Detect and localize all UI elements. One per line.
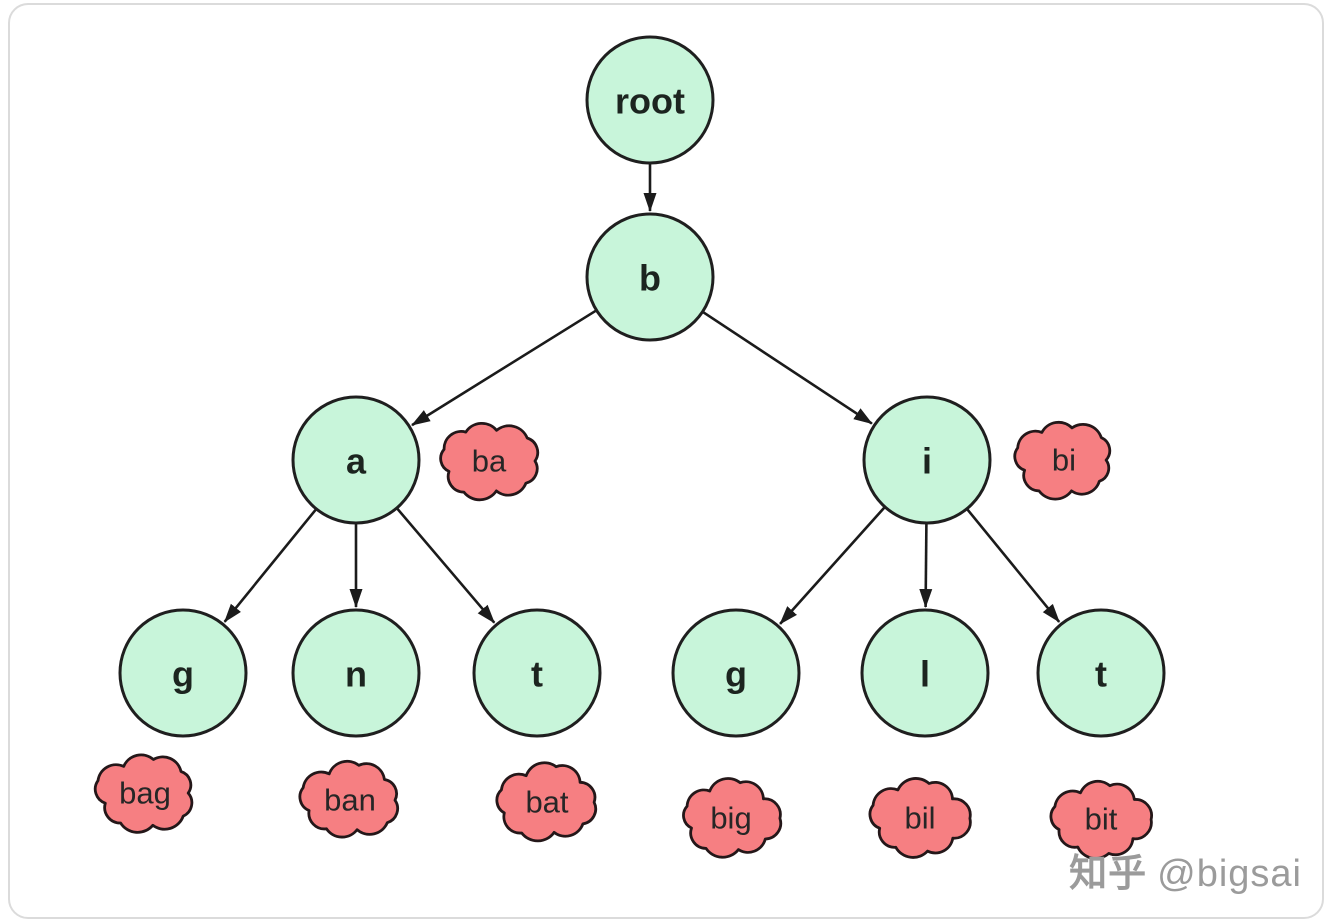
edge-b-i: [702, 311, 873, 425]
trie-node-label-i: i: [922, 441, 932, 482]
word-cloud-bil: [868, 777, 972, 859]
word-cloud-label-bil: bil: [904, 801, 935, 836]
trie-node-label-t1: t: [531, 654, 543, 695]
word-cloud-bit: [1049, 779, 1153, 860]
word-cloud-bat: [495, 761, 598, 843]
word-cloud-big: [682, 777, 783, 859]
trie-node-label-b: b: [639, 258, 661, 299]
trie-node-label-root: root: [615, 81, 685, 122]
word-cloud-label-big: big: [710, 801, 751, 836]
word-cloud-label-bi: bi: [1052, 443, 1076, 478]
trie-node-label-n: n: [345, 654, 367, 695]
word-cloud-label-ba: ba: [472, 444, 507, 479]
trie-node-g2: [671, 608, 801, 738]
trie-node-t2: [1036, 608, 1166, 738]
word-cloud-label-bat: bat: [525, 785, 568, 820]
word-cloud-bag: [93, 753, 194, 834]
edge-a-t1: [396, 507, 496, 624]
trie-node-n: [291, 608, 421, 738]
watermark: 知乎@bigsai: [1069, 842, 1302, 897]
word-cloud-ba: [439, 421, 540, 502]
trie-node-l: [860, 608, 990, 738]
trie-node-a: [291, 395, 421, 525]
trie-node-i: [862, 395, 992, 525]
trie-node-label-g1: g: [172, 654, 194, 695]
trie-node-label-l: l: [920, 654, 930, 695]
edge-i-l: [919, 523, 933, 608]
edge-i-t2: [966, 508, 1061, 623]
word-cloud-bi: [1013, 420, 1112, 501]
word-cloud-label-bit: bit: [1085, 802, 1118, 837]
word-cloud-label-bag: bag: [119, 776, 171, 811]
trie-node-label-g2: g: [725, 654, 747, 695]
edge-b-a: [411, 309, 597, 427]
trie-node-label-t2: t: [1095, 654, 1107, 695]
trie-node-b: [585, 212, 715, 342]
watermark-handle: @bigsai: [1157, 853, 1302, 895]
trie-node-label-a: a: [346, 441, 367, 482]
word-cloud-ban: [298, 760, 400, 839]
edge-i-g2: [779, 506, 886, 625]
edge-a-g1: [223, 508, 317, 623]
trie-node-g1: [118, 608, 248, 738]
trie-node-root: [585, 35, 715, 165]
word-cloud-label-ban: ban: [324, 783, 376, 818]
trie-node-t1: [472, 608, 602, 738]
watermark-brand: 知乎: [1069, 853, 1148, 895]
